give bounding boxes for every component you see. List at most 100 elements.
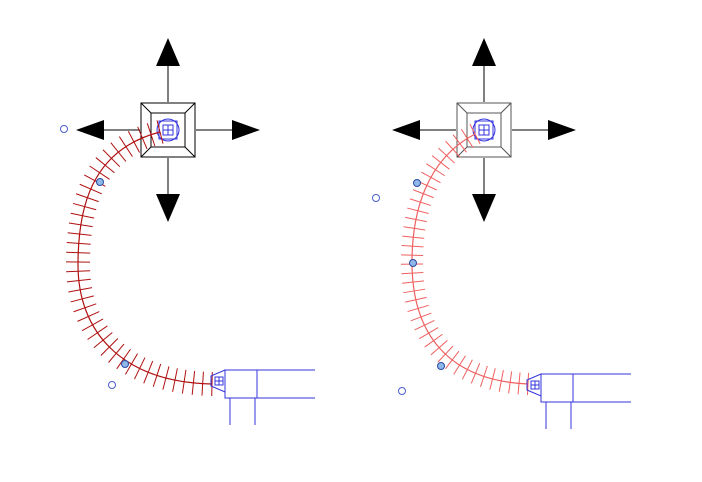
arrow-right-icon[interactable] xyxy=(232,120,260,140)
duct-segment[interactable] xyxy=(210,369,315,425)
curve-tick xyxy=(191,370,196,395)
fitting-diagonal xyxy=(456,102,468,114)
curve-tick xyxy=(412,189,434,199)
arrow-left-icon[interactable] xyxy=(392,120,420,140)
curve-tick xyxy=(72,202,97,211)
curve-tick xyxy=(452,134,467,153)
fitting-diagonal xyxy=(140,102,152,114)
curve-guide xyxy=(78,132,212,384)
curve-tick xyxy=(424,333,443,348)
curve-tick xyxy=(137,126,148,150)
curve-tick xyxy=(479,365,488,388)
flex-curve[interactable] xyxy=(66,120,213,397)
curve-tick xyxy=(81,318,104,332)
arrow-up-icon[interactable] xyxy=(156,38,180,66)
curve-tick xyxy=(418,327,439,340)
curve-tick xyxy=(162,366,170,390)
curve-tick xyxy=(127,131,140,153)
curve-tick xyxy=(93,332,113,349)
curve-tick xyxy=(172,368,178,392)
grip-hollow-icon[interactable] xyxy=(108,381,116,389)
grip-handle-icon[interactable] xyxy=(409,259,417,267)
curve-tick xyxy=(405,296,427,303)
curve-tick xyxy=(201,371,204,396)
flex-curve[interactable] xyxy=(401,124,530,396)
curve-tick xyxy=(66,242,91,245)
curve-tick xyxy=(401,244,424,248)
fitting-box[interactable] xyxy=(456,102,512,158)
curve-tick xyxy=(67,232,92,236)
grip-hollow-icon[interactable] xyxy=(398,387,406,395)
fitting-diagonal xyxy=(184,146,196,158)
curve-tick xyxy=(508,371,513,394)
curve-tick xyxy=(108,343,125,363)
curve-tick xyxy=(116,348,131,370)
curve-tick xyxy=(66,270,91,273)
curve-tick xyxy=(414,320,435,331)
curve-tick xyxy=(438,147,455,164)
curve-tick xyxy=(118,136,133,157)
arrow-down-icon[interactable] xyxy=(472,194,496,222)
curve-tick xyxy=(453,355,466,375)
curve-tick xyxy=(77,311,100,322)
curve-tick xyxy=(470,362,481,384)
curve-tick xyxy=(469,124,481,144)
curve-centerline xyxy=(77,131,213,385)
curve-tick xyxy=(100,338,119,356)
curve-tick xyxy=(405,216,427,223)
grip-handle-icon[interactable] xyxy=(413,179,421,187)
curve-tick xyxy=(403,288,426,294)
curve-tick xyxy=(401,254,424,256)
curve-tick xyxy=(75,193,99,203)
curve-tick xyxy=(407,304,429,313)
curve-tick xyxy=(498,370,504,392)
arrow-down-icon[interactable] xyxy=(156,194,180,222)
curve-tick xyxy=(517,372,521,395)
grip-hollow-icon[interactable] xyxy=(372,194,380,202)
fitting-inner-square xyxy=(466,112,502,148)
curve-tick xyxy=(489,368,496,390)
right-view xyxy=(372,38,631,429)
curve-tick xyxy=(152,363,162,387)
curve-tick xyxy=(526,372,530,396)
curve-tick xyxy=(143,360,154,384)
curve-tick xyxy=(401,271,424,275)
arrow-left-icon[interactable] xyxy=(76,120,104,140)
fitting-diagonal xyxy=(500,146,512,158)
curve-tick xyxy=(461,359,473,380)
connector-square xyxy=(474,120,494,140)
curve-tick xyxy=(420,171,441,184)
grip-handle-icon[interactable] xyxy=(96,178,104,186)
curve-guide xyxy=(412,134,528,384)
fitting-diagonal xyxy=(140,146,152,158)
curve-tick xyxy=(407,207,429,214)
arrow-right-icon[interactable] xyxy=(548,120,576,140)
curve-tick xyxy=(409,198,432,206)
curve-tick xyxy=(102,149,121,168)
grip-handle-icon[interactable] xyxy=(437,362,445,370)
left-view xyxy=(60,38,315,425)
curve-tick xyxy=(431,155,450,170)
curve-tick xyxy=(402,280,425,284)
curve-tick xyxy=(410,312,432,322)
move-arrows xyxy=(76,38,260,222)
curve-tick xyxy=(89,165,110,180)
curve-tick xyxy=(124,353,138,375)
move-arrows xyxy=(392,38,576,222)
curve-tick xyxy=(156,120,164,144)
curve-tick xyxy=(70,295,94,303)
connector-circle xyxy=(156,118,180,142)
curve-tick xyxy=(445,350,460,369)
grip-handle-icon[interactable] xyxy=(121,360,129,368)
curve-tick xyxy=(95,157,115,174)
curve-tick xyxy=(110,142,127,162)
curve-tick xyxy=(68,222,93,228)
curve-tick xyxy=(402,235,425,239)
grip-hollow-icon[interactable] xyxy=(60,125,68,133)
curve-tick xyxy=(146,123,156,147)
curve-tick xyxy=(460,128,474,149)
arrow-up-icon[interactable] xyxy=(472,38,496,66)
fitting-diagonal xyxy=(500,102,512,114)
curve-tick xyxy=(426,163,445,177)
duct-segment[interactable] xyxy=(526,373,631,429)
